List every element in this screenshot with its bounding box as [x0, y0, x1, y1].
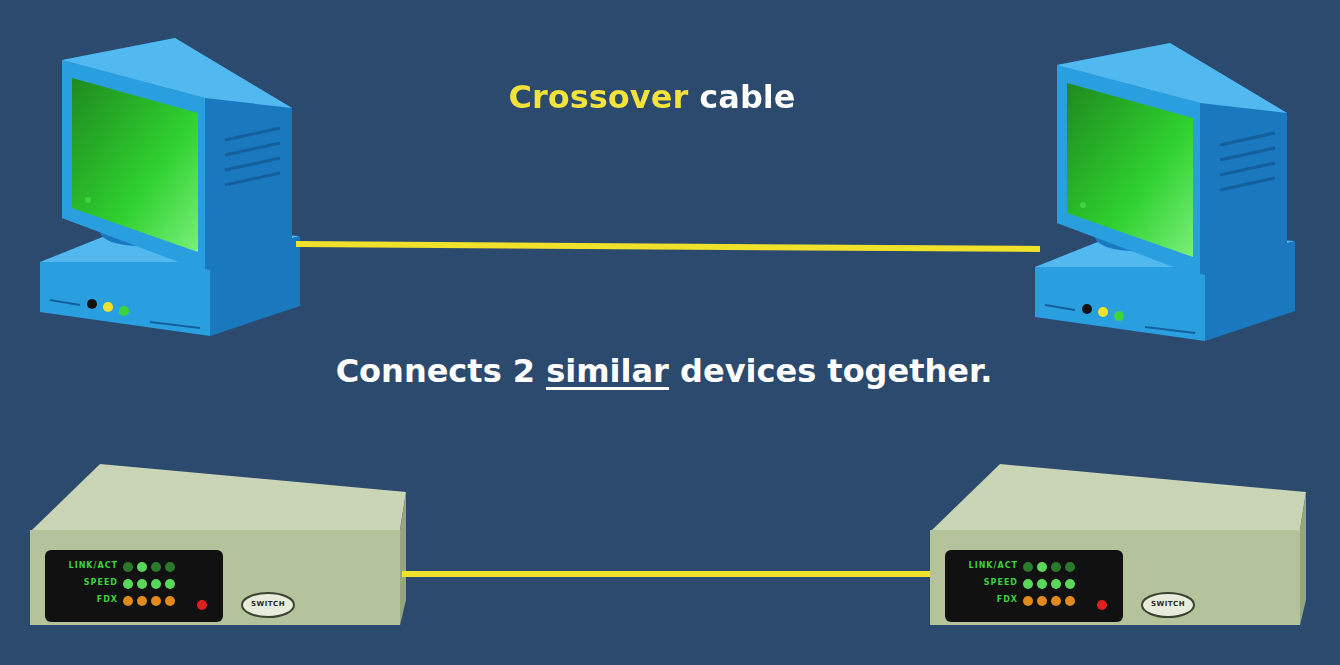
switch-icon: [30, 464, 406, 625]
switch-icon: [930, 464, 1306, 625]
title: Crossover cable: [509, 78, 796, 116]
switch-box: LINK/ACT SPEED FDX SWITCH: [930, 522, 1302, 626]
panel-label: SPEED: [84, 579, 118, 587]
caption: Connects 2 similar devices together.: [336, 352, 993, 390]
panel-label: FDX: [97, 596, 118, 604]
underline: [546, 387, 669, 390]
computer-icon: [40, 38, 300, 336]
computer-icon: [1035, 43, 1295, 341]
switch-box: LINK/ACT SPEED FDX SWITCH: [30, 522, 402, 626]
panel-label: LINK/ACT: [69, 562, 118, 570]
panel-label: LINK/ACT: [969, 562, 1018, 570]
badge-label: SWITCH: [1151, 601, 1185, 608]
crossover-wire: [296, 244, 1040, 249]
panel-label: FDX: [997, 596, 1018, 604]
crossover-wire: [402, 571, 930, 577]
badge-label: SWITCH: [251, 601, 285, 608]
panel-label: SPEED: [984, 579, 1018, 587]
